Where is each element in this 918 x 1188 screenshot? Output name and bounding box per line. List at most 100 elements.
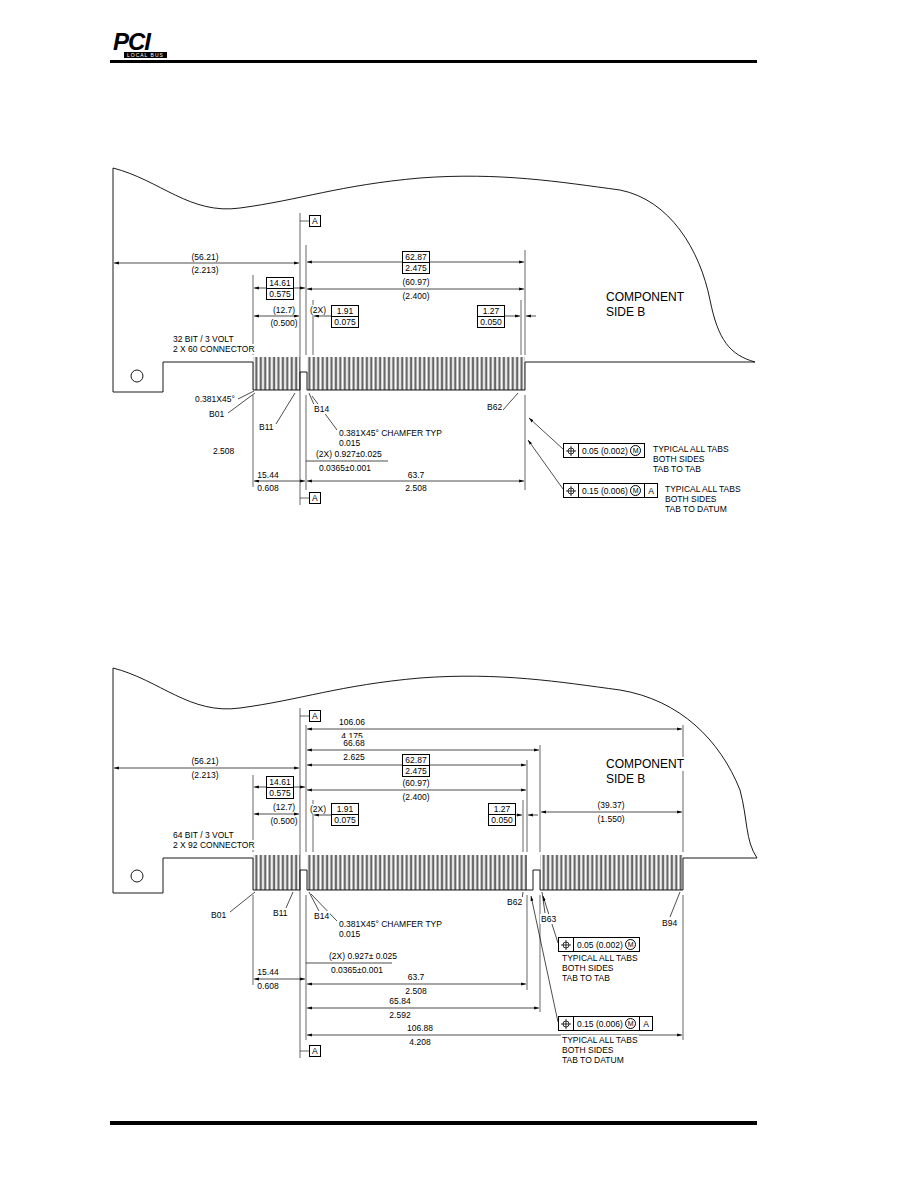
drawing-line bbox=[542, 892, 545, 913]
dimension-label: 63.7 bbox=[407, 972, 426, 982]
frame-cell: 0.05 (0.002) M bbox=[573, 938, 639, 951]
dimension-value: 14.61 bbox=[267, 278, 292, 289]
datum-letter: A bbox=[310, 493, 320, 503]
dimension-label: (0.500) bbox=[270, 816, 299, 826]
drawing-line bbox=[521, 300, 522, 355]
basic-dimension-box: 1.910.075 bbox=[331, 803, 358, 826]
datum-box: A bbox=[309, 492, 321, 504]
dimension-label: BOTH SIDES bbox=[664, 494, 717, 504]
dimension-label: 0.0365±0.001 bbox=[318, 463, 372, 473]
dimension-label: 15.44 bbox=[256, 967, 279, 977]
drawing-line bbox=[314, 316, 333, 317]
drawing-circle bbox=[131, 370, 143, 382]
dimension-label: 65.84 bbox=[388, 996, 411, 1006]
dimension-value: 0.575 bbox=[267, 289, 292, 299]
datum-letter: A bbox=[310, 216, 320, 226]
dimension-value: 0.075 bbox=[332, 317, 357, 327]
frame-cell: 0.05 (0.002) M bbox=[578, 444, 644, 457]
dimension-label: B62 bbox=[506, 897, 523, 907]
drawing-line bbox=[253, 395, 254, 487]
drawing-path bbox=[113, 668, 757, 893]
feature-control-frame: 0.15 (0.006) MA bbox=[563, 483, 658, 498]
frame-cell: A bbox=[639, 1017, 652, 1030]
drawing-line bbox=[306, 895, 307, 1040]
drawing-line bbox=[300, 213, 301, 505]
dimension-label: 106.06 bbox=[338, 717, 366, 727]
drawing-line bbox=[527, 895, 528, 990]
dimension-label: (2X) 0.927±0.025 bbox=[315, 449, 383, 459]
dimension-label: TYPICAL ALL TABS bbox=[652, 444, 730, 454]
basic-dimension-box: 1.270.050 bbox=[488, 803, 515, 826]
dimension-label: 2.625 bbox=[342, 752, 365, 762]
dimension-label: 2.508 bbox=[404, 483, 427, 493]
drawing-line bbox=[528, 815, 538, 816]
drawing-line bbox=[254, 979, 305, 980]
modifier-text: M bbox=[625, 939, 636, 950]
dimension-value: 0.575 bbox=[267, 788, 292, 798]
dimension-label: 106.88 bbox=[406, 1023, 434, 1033]
drawing-line bbox=[306, 245, 307, 355]
dimension-label: (60.97) bbox=[402, 778, 431, 788]
dimension-label: 32 BIT / 3 VOLT bbox=[172, 334, 235, 344]
dimension-value: 0.075 bbox=[332, 815, 357, 825]
dimension-label: TYPICAL ALL TABS bbox=[664, 484, 742, 494]
dimension-label: (1.550) bbox=[597, 814, 626, 824]
dimension-label: B14 bbox=[313, 404, 330, 414]
drawing-line bbox=[311, 894, 337, 921]
frame-text: A bbox=[643, 1019, 649, 1029]
dimension-value: 2.475 bbox=[403, 766, 428, 776]
dimension-label: SIDE B bbox=[605, 305, 646, 319]
drawing-line bbox=[683, 725, 684, 852]
frame-text: 0.05 (0.002) bbox=[582, 446, 628, 456]
drawing-line bbox=[531, 896, 558, 1022]
dimension-label: (60.97) bbox=[402, 277, 431, 287]
dimension-value: 14.61 bbox=[267, 777, 292, 788]
drawing-line bbox=[683, 895, 684, 1040]
dimension-lines bbox=[114, 262, 682, 1035]
dimension-label: 0.381X45° CHAMFER TYP bbox=[338, 919, 443, 929]
frame-text: A bbox=[648, 486, 654, 496]
gold-fingers bbox=[253, 855, 300, 890]
dimension-label: (56.21) bbox=[191, 252, 220, 262]
basic-dimension-box: 14.610.575 bbox=[266, 776, 293, 799]
drawing-line bbox=[540, 895, 541, 1012]
gold-fingers bbox=[253, 357, 300, 390]
frame-text: 0.15 (0.006) bbox=[582, 486, 628, 496]
gold-fingers bbox=[307, 357, 525, 390]
dimension-label: (2.213) bbox=[191, 770, 220, 780]
frame-cell: A bbox=[644, 484, 657, 497]
footer-rule bbox=[110, 1121, 757, 1125]
dimension-value: 1.91 bbox=[332, 306, 357, 317]
drawing-line bbox=[306, 725, 307, 852]
board-bottom bbox=[113, 668, 757, 893]
dimension-value: 1.27 bbox=[478, 306, 503, 317]
dimension-value: 1.91 bbox=[332, 804, 357, 815]
frame-text: 0.15 (0.006) bbox=[577, 1019, 623, 1029]
header-rule bbox=[110, 60, 757, 63]
feature-control-frame: 0.15 (0.006) M A bbox=[558, 1016, 653, 1031]
dimension-label: (2.213) bbox=[191, 265, 220, 275]
datum-box: A bbox=[309, 215, 321, 227]
drawing-line bbox=[254, 316, 299, 317]
symbol-cell bbox=[559, 1017, 573, 1030]
position-symbol bbox=[561, 940, 571, 950]
drawing-line bbox=[307, 289, 524, 290]
drawing-line bbox=[300, 221, 309, 222]
dimension-label: 0.381X45° bbox=[194, 394, 236, 404]
position-symbol bbox=[561, 1019, 571, 1029]
dimension-label: (39.37) bbox=[597, 800, 626, 810]
symbol-cell bbox=[559, 938, 573, 951]
drawing-line bbox=[307, 481, 524, 482]
dimension-label: SIDE B bbox=[605, 772, 646, 786]
dimension-label: COMPONENT bbox=[605, 290, 685, 304]
dimension-label: BOTH SIDES bbox=[561, 1045, 614, 1055]
drawing-line bbox=[300, 716, 309, 717]
drawing-line bbox=[307, 984, 526, 985]
dimension-label: (2X) bbox=[309, 305, 327, 315]
dimension-label: 0.608 bbox=[256, 981, 279, 991]
dimension-label: (12.7) bbox=[272, 305, 296, 315]
dimension-label: B63 bbox=[540, 914, 557, 924]
dimension-label: (2X) bbox=[309, 804, 327, 814]
frame-cell: 0.15 (0.006) M bbox=[573, 1017, 639, 1030]
